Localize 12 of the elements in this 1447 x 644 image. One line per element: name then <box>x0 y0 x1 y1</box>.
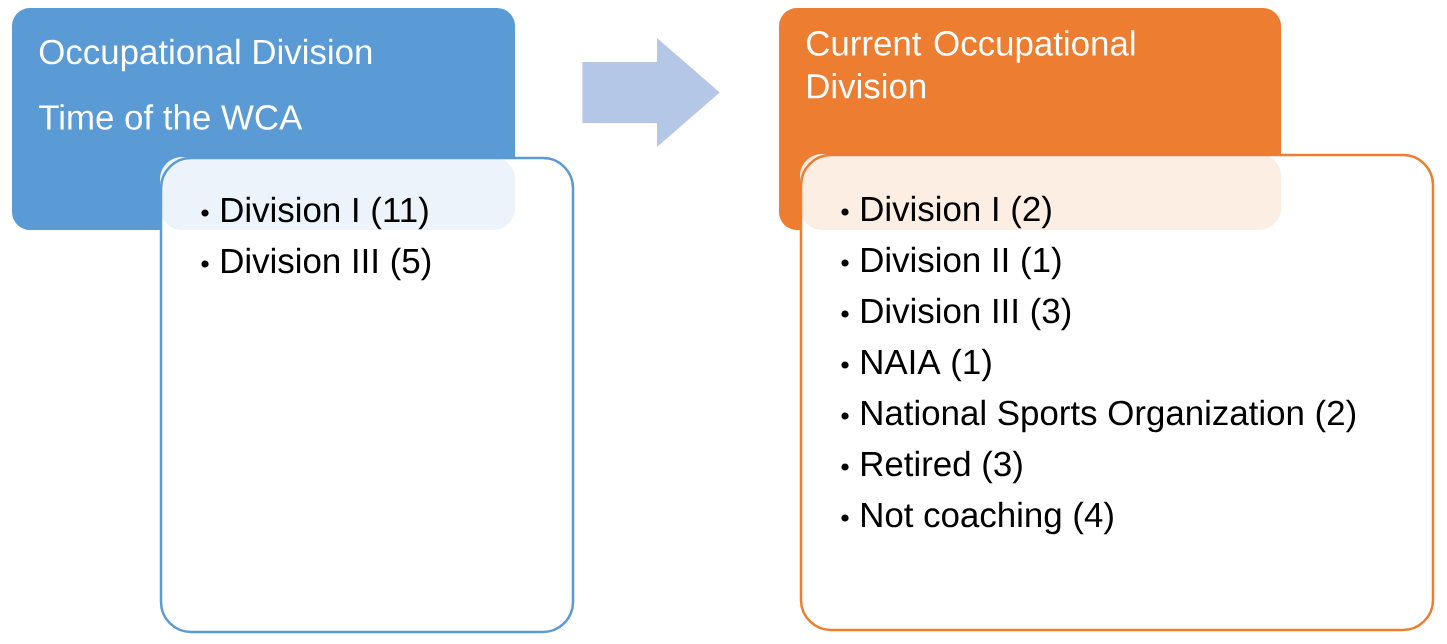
node-label: Division III (3) <box>862 297 1071 331</box>
node-label: National Sports Organization (2) <box>862 399 1356 433</box>
node-label: Division II (1) <box>862 246 1061 280</box>
list-box: Division I (2) Division II (1) Division III (3) NAIA (1) National Sports Organization (2) Retired (3) Not coaching (4) <box>779 153 1435 632</box>
node-label: Retired (3) <box>862 450 1022 484</box>
node-label: Not coaching (4) <box>862 501 1113 535</box>
list-box: Division I (11) Division III (5) <box>12 156 575 634</box>
node-label: Division I (2) <box>862 195 1051 229</box>
node-label: Division III (5) <box>222 247 431 281</box>
node-label: NAIA (1) <box>862 348 991 382</box>
node-label: Division I (11) <box>222 196 428 230</box>
header-box: Current Occupational Division <box>779 8 1281 154</box>
